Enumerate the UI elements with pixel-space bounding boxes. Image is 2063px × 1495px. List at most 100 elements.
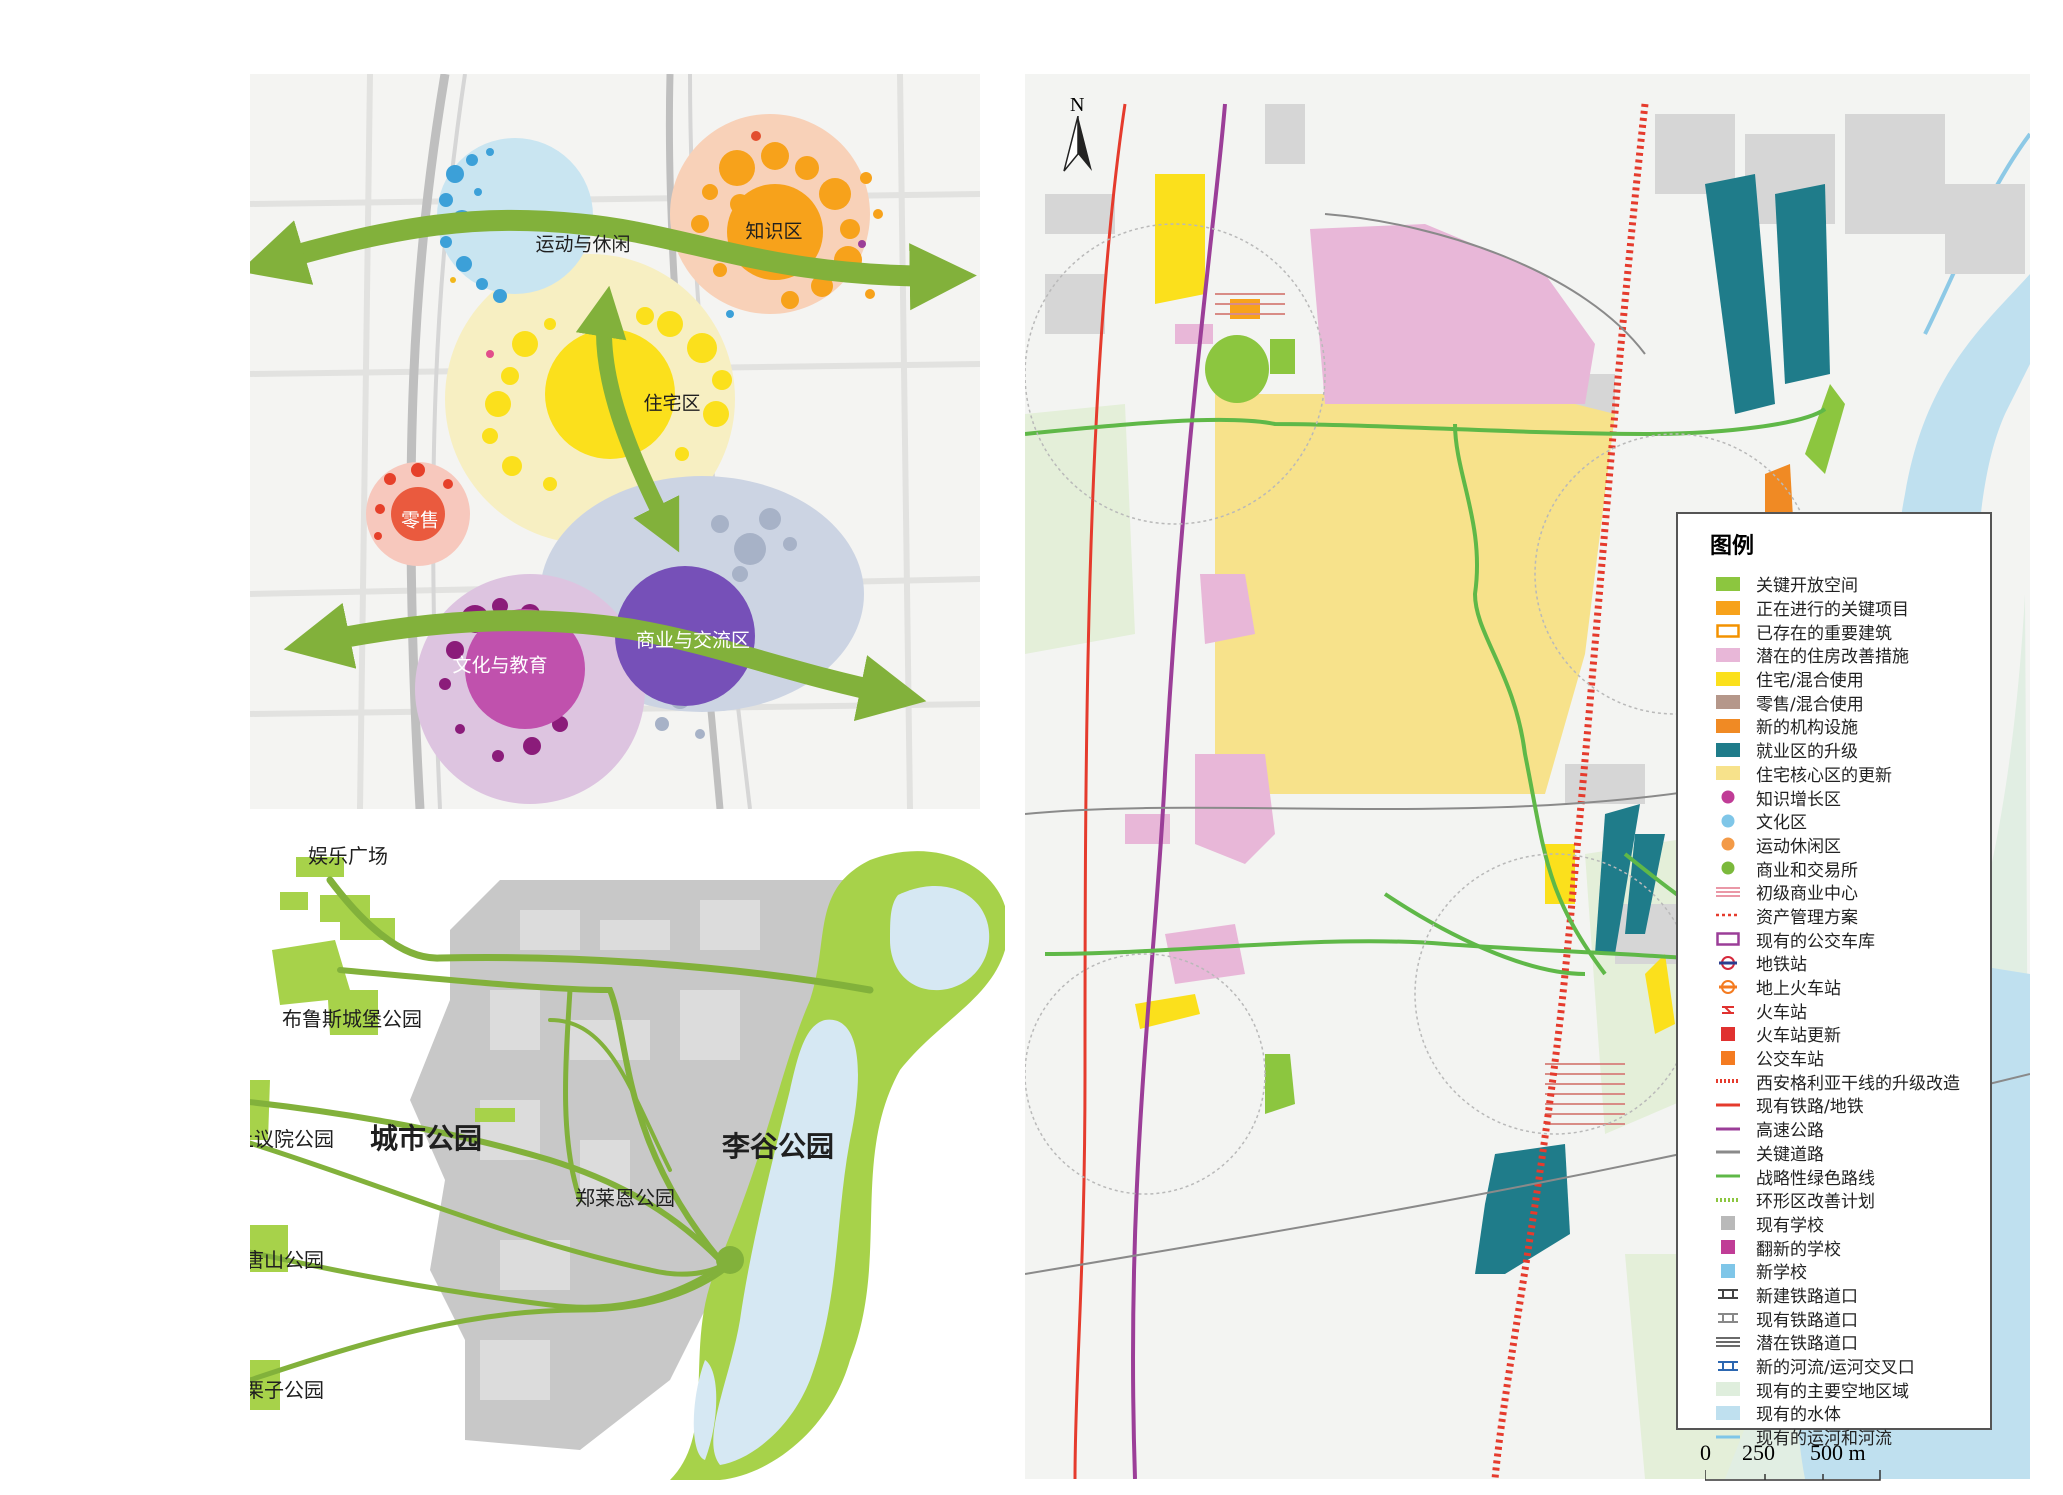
legend-label: 运动休闲区 — [1756, 836, 1841, 857]
legend-symbol-fill-icon — [1714, 647, 1742, 663]
motorway-line — [1130, 103, 1227, 1479]
north-arrow: N — [1058, 94, 1098, 174]
legend-label: 新的河流/运河交叉口 — [1756, 1358, 1915, 1379]
legend-label: 现有的公交车库 — [1756, 931, 1875, 952]
park-label-p3: 上议院公园 — [250, 1127, 334, 1151]
legend-item: 住宅/混合使用 — [1714, 667, 1980, 691]
map-legend: 图例 关键开放空间正在进行的关键项目已存在的重要建筑潜在的住房改善措施住宅/混合… — [1676, 512, 1992, 1449]
legend-symbol-crossing-icon — [1714, 1358, 1742, 1374]
legend-rows: 关键开放空间正在进行的关键项目已存在的重要建筑潜在的住房改善措施住宅/混合使用零… — [1714, 572, 1980, 1449]
legend-item: 翻新的学校 — [1714, 1235, 1980, 1260]
legend-label: 知识增长区 — [1756, 789, 1841, 810]
legend-symbol-hatch-icon — [1714, 884, 1742, 900]
legend-symbol-fill-icon — [1714, 1405, 1742, 1421]
legend-label: 正在进行的关键项目 — [1756, 600, 1909, 621]
legend-symbol-line-icon — [1714, 1429, 1742, 1445]
legend-label: 住宅核心区的更新 — [1756, 765, 1892, 786]
legend-label: 现有铁路道口 — [1756, 1310, 1858, 1331]
legend-label: 现有的主要空地区域 — [1756, 1381, 1909, 1402]
legend-label: 就业区的升级 — [1756, 742, 1858, 763]
legend-symbol-fill-icon — [1714, 765, 1742, 781]
legend-label: 住宅/混合使用 — [1756, 671, 1864, 692]
scale-bar: 0 250 500 m — [1700, 1440, 1900, 1481]
legend-label: 翻新的学校 — [1756, 1239, 1841, 1260]
legend-symbol-dots-icon — [1714, 1073, 1742, 1089]
park-label-p5: 郑莱恩公园 — [575, 1186, 675, 1210]
zone-label-sport: 运动与休闲 — [535, 233, 631, 256]
east-west-arrow-south — [283, 602, 927, 722]
east-west-arrow-north — [250, 209, 977, 311]
legend-symbol-dots-icon — [1714, 1192, 1742, 1208]
residential-core-renewal-area — [1215, 394, 1615, 794]
legend-symbol-underground-icon — [1714, 955, 1742, 971]
legend-symbol-fill-icon — [1714, 742, 1742, 758]
legend-symbol-crossing-icon — [1714, 1310, 1742, 1326]
legend-item: 关键开放空间 — [1714, 572, 1980, 596]
scale-tick-2: 500 m — [1810, 1440, 1866, 1465]
legend-item: 潜在的住房改善措施 — [1714, 643, 1980, 667]
legend-symbol-overground-icon — [1714, 979, 1742, 995]
legend-label: 已存在的重要建筑 — [1756, 623, 1892, 644]
legend-label: 公交车站 — [1756, 1050, 1824, 1071]
legend-symbol-square-icon — [1714, 1239, 1742, 1255]
legend-symbol-line-icon — [1714, 1144, 1742, 1160]
legend-item: 已存在的重要建筑 — [1714, 619, 1980, 644]
legend-label: 火车站 — [1756, 1002, 1807, 1023]
scale-tick-1: 250 — [1742, 1440, 1775, 1465]
parks-map-canvas — [250, 851, 1005, 1480]
legend-item: 零售/混合使用 — [1714, 690, 1980, 715]
legend-item: 商业和交易所 — [1714, 856, 1980, 881]
legend-label: 新的机构设施 — [1756, 718, 1858, 739]
park-shape-p1 — [296, 857, 344, 877]
legend-symbol-hatch-icon — [1714, 1334, 1742, 1350]
legend-item: 运动休闲区 — [1714, 833, 1980, 857]
retail-bubbles — [374, 463, 453, 540]
legend-item: 资产管理方案 — [1714, 904, 1980, 928]
legend-label: 潜在的住房改善措施 — [1756, 647, 1909, 668]
green-link-routes — [250, 876, 874, 1383]
legend-symbol-square-icon — [1714, 1215, 1742, 1231]
legend-label: 资产管理方案 — [1756, 907, 1858, 928]
legend-symbol-fill-icon — [1714, 718, 1742, 734]
zone-label-residential: 住宅区 — [643, 392, 701, 415]
legend-item: 新建铁路道口 — [1714, 1283, 1980, 1307]
park-shape-p3 — [250, 1080, 270, 1140]
legend-label: 火车站更新 — [1756, 1026, 1841, 1047]
legend-symbol-outline-icon — [1714, 931, 1742, 947]
legend-item: 火车站更新 — [1714, 1022, 1980, 1046]
legend-symbol-crossing-icon — [1714, 1286, 1742, 1302]
legend-symbol-line-icon — [1714, 1168, 1742, 1184]
legend-label: 关键道路 — [1756, 1144, 1824, 1165]
legend-label: 高速公路 — [1756, 1121, 1824, 1142]
legend-item: 潜在铁路道口 — [1714, 1330, 1980, 1354]
legend-item: 新的河流/运河交叉口 — [1714, 1354, 1980, 1378]
legend-symbol-square-icon — [1714, 1026, 1742, 1042]
legend-item: 初级商业中心 — [1714, 880, 1980, 904]
legend-label: 潜在铁路道口 — [1756, 1334, 1858, 1355]
legend-item: 地上火车站 — [1714, 975, 1980, 999]
legend-symbol-dot-icon — [1714, 860, 1742, 876]
legend-item: 现有的水体 — [1714, 1401, 1980, 1425]
reservoir-north — [890, 886, 990, 991]
north-arrow-icon — [1063, 116, 1092, 172]
legend-label: 文化区 — [1756, 813, 1807, 834]
legend-label: 现有的水体 — [1756, 1405, 1841, 1426]
legend-label: 商业和交易所 — [1756, 860, 1858, 881]
legend-symbol-fill-icon — [1714, 694, 1742, 710]
zone-label-commerce: 商业与交流区 — [635, 629, 751, 652]
employment-upgrade-areas — [1475, 174, 1830, 1274]
legend-symbol-line-icon — [1714, 1121, 1742, 1137]
legend-item: 文化区 — [1714, 809, 1980, 833]
bubble-diagram-canvas — [250, 74, 980, 809]
legend-item: 火车站 — [1714, 998, 1980, 1023]
zone-label-knowledge: 知识区 — [745, 220, 803, 243]
park-label-p7: 唐山公园 — [250, 1248, 324, 1272]
legend-symbol-fill-icon — [1714, 600, 1742, 616]
park-label-p6: 李谷公园 — [722, 1130, 835, 1163]
legend-label: 现有铁路/地铁 — [1756, 1097, 1864, 1118]
legend-item: 现有铁路/地铁 — [1714, 1093, 1980, 1117]
park-label-p1: 娱乐广场 — [308, 844, 388, 868]
legend-item: 住宅核心区的更新 — [1714, 762, 1980, 786]
legend-symbol-dot-icon — [1714, 836, 1742, 852]
zone-label-retail: 零售 — [400, 509, 440, 532]
